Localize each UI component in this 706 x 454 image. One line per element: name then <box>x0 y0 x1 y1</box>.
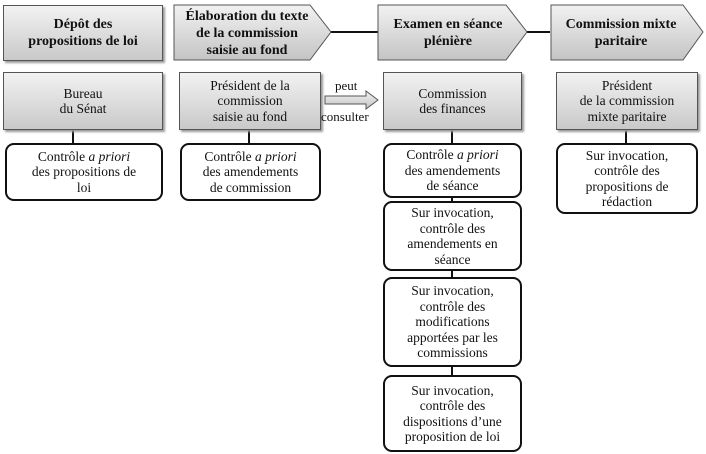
control-line: des amendements <box>202 164 299 180</box>
stage-chevron-3 <box>377 4 528 61</box>
control-line: des amendements <box>404 162 501 178</box>
stage-line: propositions de loi <box>28 34 138 49</box>
actor-line: Commission <box>418 85 487 101</box>
control-line: contrôle des <box>419 220 486 236</box>
control-line: Contrôle a priori <box>204 149 296 165</box>
consult-arrow-icon <box>324 90 379 110</box>
control-box-3a: Contrôle a priori des amendements de séa… <box>383 143 522 198</box>
control-line: Sur invocation, <box>585 147 669 163</box>
control-line: contrôle des <box>419 398 486 413</box>
control-box-4: Sur invocation, contrôle des proposition… <box>556 143 698 214</box>
stage-line: Dépôt des <box>53 17 113 32</box>
actor-line: saisie au fond <box>212 108 288 124</box>
actor-president-commission: Président de la commission saisie au fon… <box>179 72 321 130</box>
control-prefix: Contrôle <box>204 148 255 164</box>
actor-line: des finances <box>419 101 486 116</box>
control-line: propositions de <box>585 178 669 194</box>
stage-line: Élaboration du texte <box>185 8 309 24</box>
actor-line: mixte paritaire <box>587 108 667 124</box>
control-line: proposition de loi <box>404 429 501 444</box>
control-box-3b: Sur invocation, contrôle des amendements… <box>383 201 522 271</box>
arrow-label-bottom: consulter <box>321 109 369 124</box>
control-italic: a priori <box>254 148 297 164</box>
control-line: apportées par les <box>407 329 498 345</box>
actor-line: Président <box>601 77 653 93</box>
control-line: Sur invocation, <box>411 283 494 299</box>
stage-examen: Examen en séance plénière <box>378 5 518 61</box>
control-box-3d: Sur invocation, contrôle des disposition… <box>383 375 522 452</box>
arrow-label-top: peut <box>335 78 358 93</box>
control-line: Contrôle a priori <box>38 149 130 165</box>
stage-elaboration: Élaboration du texte de la commission sa… <box>174 5 320 61</box>
actor-bureau: Bureau du Sénat <box>3 72 163 130</box>
stage-line: paritaire <box>594 34 648 49</box>
stage-line: saisie au fond <box>206 42 288 58</box>
control-prefix: Contrôle <box>37 148 89 164</box>
control-box-3c: Sur invocation, contrôle des modificatio… <box>383 277 522 367</box>
actor-line: Président de la <box>210 77 290 93</box>
control-line: Contrôle a priori <box>406 147 498 163</box>
actor-line: du Sénat <box>59 101 107 116</box>
stage-depot: Dépôt des propositions de loi <box>3 5 163 61</box>
actor-line: de la commission <box>579 93 675 109</box>
stage-chevron-2 <box>173 4 332 61</box>
actor-line: commission <box>217 93 283 109</box>
actor-commission-finances: Commission des finances <box>383 72 522 130</box>
control-line: modifications <box>415 314 490 330</box>
control-line: des propositions de <box>31 164 137 180</box>
control-line: commissions <box>417 345 488 361</box>
control-line: Sur invocation, <box>411 382 494 398</box>
stage-cmp: Commission mixte paritaire <box>551 5 691 61</box>
control-line: de séance <box>426 178 479 194</box>
control-line: amendements en <box>407 236 498 251</box>
control-line: dispositions d’une <box>403 413 502 429</box>
stage-line: plénière <box>424 34 472 49</box>
control-box-2: Contrôle a priori des amendements de com… <box>180 143 321 201</box>
stage-line: Examen en séance <box>393 17 503 32</box>
control-line: de commission <box>209 179 292 195</box>
actor-line: Bureau <box>63 85 103 101</box>
control-box-1: Contrôle a priori des propositions de lo… <box>5 143 163 201</box>
stage-chevron-4 <box>550 4 704 61</box>
control-italic: a priori <box>456 147 499 163</box>
stage-line: Commission mixte <box>565 17 677 32</box>
control-line: loi <box>76 179 92 195</box>
control-line: contrôle des <box>594 163 660 178</box>
control-line: séance <box>434 251 471 267</box>
control-line: contrôle des <box>419 298 486 314</box>
control-line: rédaction <box>601 194 653 209</box>
actor-president-cmp: Président de la commission mixte paritai… <box>556 72 698 130</box>
control-italic: a priori <box>88 148 131 164</box>
control-line: Sur invocation, <box>411 205 494 220</box>
control-prefix: Contrôle <box>406 147 457 163</box>
stage-line: de la commission <box>196 25 298 41</box>
